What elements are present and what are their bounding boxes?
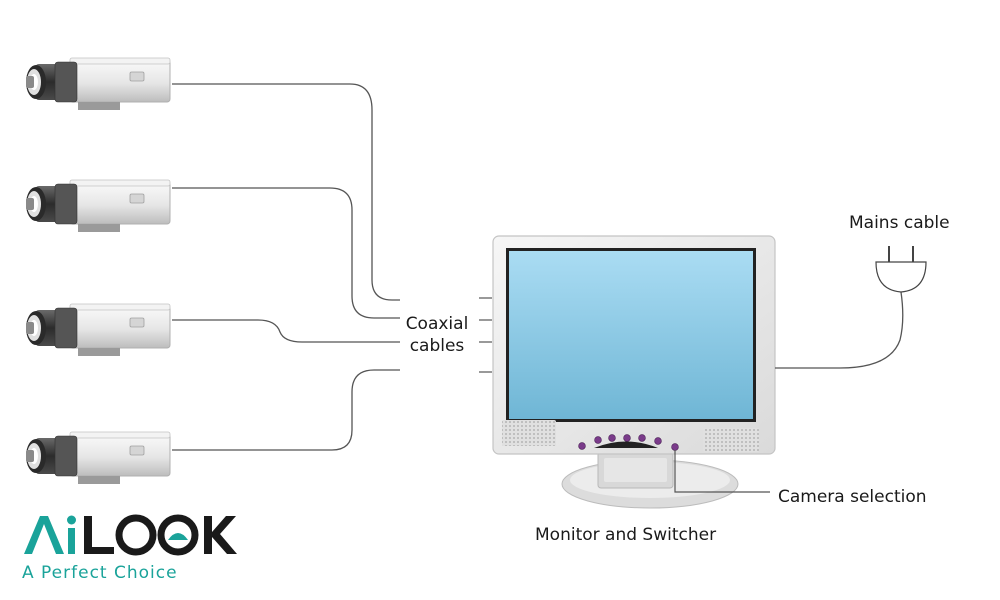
svg-text:A Perfect Choice: A Perfect Choice [22, 563, 178, 583]
ailook-logo: A Perfect Choice [22, 514, 237, 583]
camera-2 [25, 179, 171, 233]
monitor-input-stubs [479, 297, 492, 373]
right-speaker-grill [703, 428, 759, 452]
monitor [492, 235, 776, 455]
coaxial-label-line1: Coaxial [405, 314, 469, 334]
camera-1 [25, 57, 171, 111]
camera-selection-label: Camera selection [778, 487, 927, 507]
mains-cable-label: Mains cable [849, 213, 950, 233]
coaxial-label-line2: cables [409, 336, 465, 356]
camera-selection-pointer [674, 450, 770, 493]
coax-cable-3 [172, 319, 400, 343]
coax-cable-4 [172, 369, 400, 451]
plug-icon [875, 246, 927, 293]
camera-selection-buttons [578, 434, 679, 451]
coax-cable-1 [172, 83, 400, 301]
camera-4 [25, 431, 171, 485]
monitor-stand [561, 451, 739, 509]
monitor-switcher-label: Monitor and Switcher [535, 525, 717, 545]
mains-cable [775, 291, 904, 369]
coax-cable-2 [172, 187, 400, 319]
camera-3 [25, 303, 171, 357]
left-speaker-grill [502, 420, 556, 446]
coaxial-cables-label: Coaxial cables [392, 313, 482, 357]
monitor-screen [509, 251, 753, 419]
coaxial-cables [172, 83, 400, 451]
